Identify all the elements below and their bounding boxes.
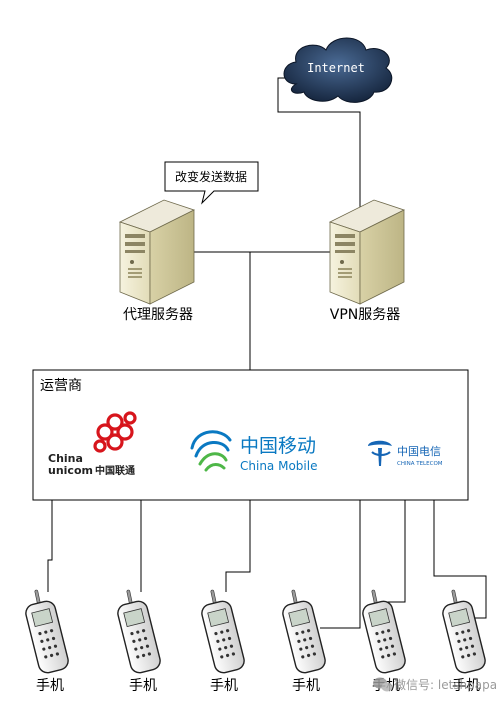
internet-label: Internet (307, 61, 365, 75)
phone-icon (23, 589, 71, 676)
vpn-server-icon (329, 199, 405, 305)
phone-6 (440, 589, 488, 676)
phone-label: 手机 (210, 678, 238, 694)
wechat-icon (373, 677, 393, 692)
phone-1 (23, 589, 71, 676)
watermark-text: 微信号: letshpapa (394, 678, 497, 692)
unicom-knot-icon (93, 411, 137, 453)
callout-bubble: 改变发送数据 (164, 161, 259, 205)
mobile-cn: 中国移动 (240, 435, 316, 457)
phone-3 (199, 589, 247, 676)
phone-label: 手机 (452, 678, 480, 694)
unicom-line2: unicom (48, 464, 93, 477)
internet-cloud: Internet (283, 37, 393, 103)
wechat-watermark: 微信号: letshpapa (373, 677, 497, 692)
phone-icon (440, 589, 488, 676)
phone-icon (199, 589, 247, 676)
telecom-en: CHINA TELECOM (397, 461, 443, 467)
callout-text: 改变发送数据 (175, 169, 247, 184)
connection-lines (47, 77, 487, 629)
china-telecom-logo: 中国电信 CHINA TELECOM (368, 440, 443, 467)
unicom-line1: China (48, 452, 83, 465)
carrier-title: 运营商 (40, 378, 82, 394)
phone-4 (280, 589, 328, 676)
phone-icon (115, 589, 163, 676)
china-unicom-logo: China unicom 中国联通 (48, 411, 137, 477)
phone-2 (115, 589, 163, 676)
phone-label: 手机 (36, 678, 64, 694)
carrier-box: 运营商 (32, 369, 469, 501)
unicom-cn: 中国联通 (95, 464, 135, 477)
phone-label: 手机 (292, 678, 320, 694)
proxy-server-icon (119, 199, 195, 305)
telecom-swirl-icon (368, 440, 392, 466)
mobile-en: China Mobile (240, 459, 317, 473)
vpn-server-label: VPN服务器 (330, 307, 401, 323)
mobile-swirl-icon (190, 430, 232, 472)
proxy-server-label: 代理服务器 (123, 307, 193, 323)
telecom-cn: 中国电信 (397, 445, 441, 458)
phone-label: 手机 (129, 678, 157, 694)
phone-icon (280, 589, 328, 676)
china-mobile-logo: 中国移动 China Mobile (190, 430, 317, 473)
